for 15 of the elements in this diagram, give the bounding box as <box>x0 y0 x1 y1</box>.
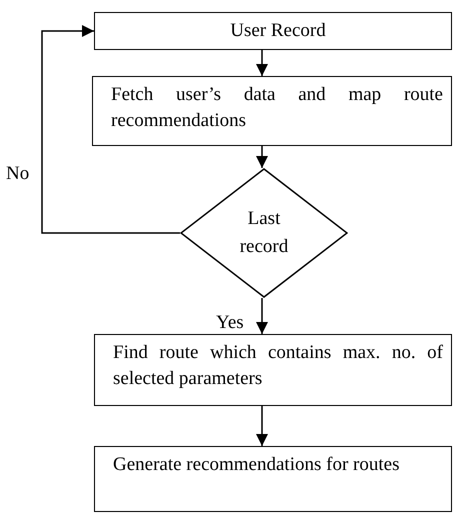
process-box <box>94 446 452 512</box>
decision-diamond <box>180 168 348 298</box>
node-text: Generate recommendations for routes <box>113 453 400 477</box>
process-box <box>94 334 452 406</box>
node-text: Fetch user’s data and map route recommendations <box>111 83 443 133</box>
process-box <box>94 12 452 50</box>
arrow <box>256 50 268 76</box>
arrow <box>256 406 268 446</box>
arrow <box>256 146 268 168</box>
node-text: User Record <box>229 19 327 43</box>
arrow <box>256 298 268 334</box>
process-box <box>92 76 452 146</box>
arrow <box>41 25 180 234</box>
node-text: Last record <box>238 207 290 259</box>
node-text: Find route which contains max. no. of selected parameters <box>113 341 443 391</box>
